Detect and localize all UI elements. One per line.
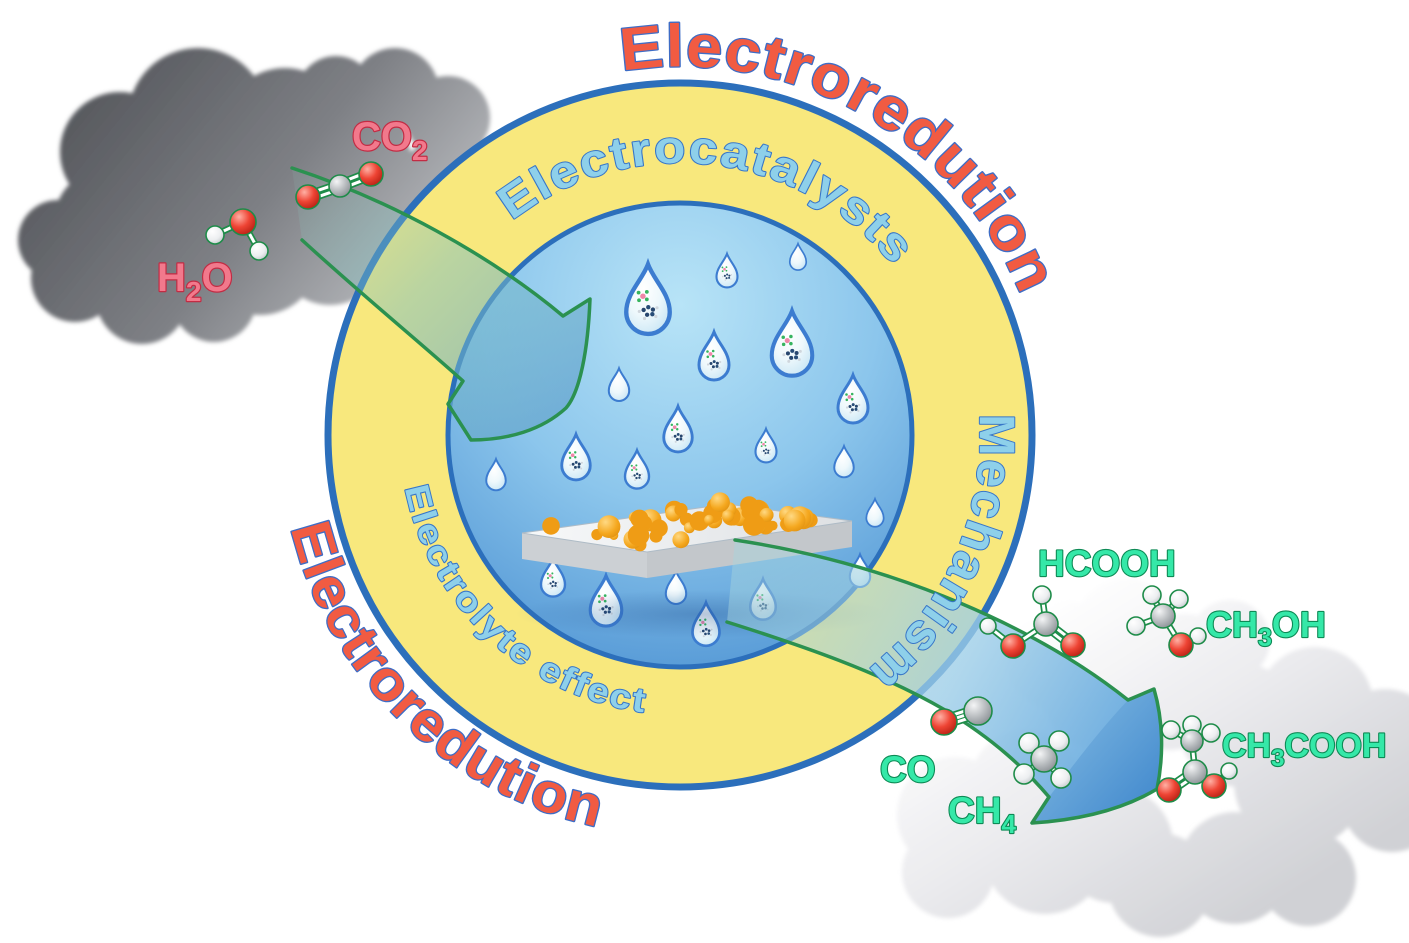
nanoparticle bbox=[721, 509, 735, 523]
carbon-atom bbox=[1180, 729, 1204, 753]
raindrop bbox=[865, 496, 885, 528]
raindrop bbox=[697, 327, 731, 382]
smog-cloud-puff bbox=[18, 200, 98, 280]
raindrop bbox=[833, 443, 855, 479]
product-cloud-puff bbox=[902, 826, 994, 918]
ch3cooh-molecule bbox=[1156, 715, 1238, 803]
inflow-arrow-body bbox=[292, 168, 590, 440]
nanoparticle bbox=[759, 507, 774, 522]
hydrogen-atom bbox=[1201, 723, 1221, 743]
product-cloud-puff bbox=[1342, 752, 1409, 852]
hydrogen-atom bbox=[1169, 589, 1189, 609]
raindrop bbox=[485, 456, 507, 492]
nanoparticle bbox=[674, 503, 688, 517]
oxygen-atom bbox=[1060, 632, 1086, 658]
outflow-arrow-outline bbox=[725, 538, 1164, 825]
carbon-atom bbox=[1150, 603, 1176, 629]
plate-left-face bbox=[522, 533, 647, 578]
co2-molecule bbox=[295, 161, 384, 210]
nanoparticle bbox=[542, 517, 560, 535]
gold-nanoparticles bbox=[542, 492, 818, 552]
nanoparticle bbox=[689, 511, 710, 531]
nanoparticle bbox=[630, 509, 649, 528]
raindrop bbox=[662, 402, 694, 454]
nanoparticle bbox=[627, 524, 650, 546]
nanoparticle bbox=[742, 513, 765, 536]
hydrogen-atom bbox=[1032, 585, 1052, 605]
outflow-arrow-head bbox=[1032, 689, 1162, 823]
oxygen-atom bbox=[1000, 633, 1026, 659]
carbon-atom bbox=[328, 174, 352, 198]
h2o-label: H2O bbox=[157, 256, 233, 307]
hydrogen-atom bbox=[1220, 762, 1238, 780]
co-label: CO bbox=[880, 749, 936, 790]
hydrogen-atom bbox=[979, 617, 997, 635]
nanoparticle bbox=[597, 515, 621, 538]
nanoparticle bbox=[649, 529, 663, 543]
ch3cooh-label: CH3COOH bbox=[1222, 727, 1386, 772]
raindrop bbox=[623, 446, 651, 490]
raindrop bbox=[560, 430, 592, 482]
raindrop bbox=[769, 304, 815, 378]
oxygen-atom bbox=[1156, 777, 1182, 803]
ch3oh-molecule bbox=[1126, 585, 1207, 658]
product-cloud-puff bbox=[1179, 812, 1291, 924]
ch4-label: CH4 bbox=[948, 790, 1016, 839]
nanoparticle bbox=[710, 492, 730, 512]
h2o-molecule bbox=[205, 208, 269, 261]
raindrop bbox=[715, 250, 739, 289]
hydrogen-atom bbox=[205, 225, 225, 245]
carbon-atom bbox=[1030, 745, 1058, 773]
carbon-atom bbox=[1182, 759, 1208, 785]
smog-cloud-puff bbox=[406, 76, 490, 160]
co-molecule bbox=[930, 696, 993, 736]
hydrogen-atom bbox=[1050, 767, 1072, 789]
raindrop bbox=[624, 257, 672, 337]
oxygen-atom bbox=[1201, 773, 1227, 799]
oxygen-atom bbox=[229, 208, 257, 236]
hcooh-label: HCOOH bbox=[1038, 543, 1176, 584]
hydrogen-atom bbox=[1013, 763, 1035, 785]
raindrop bbox=[836, 370, 870, 425]
hydrogen-atom bbox=[249, 241, 269, 261]
carbon-atom bbox=[963, 696, 993, 726]
co2-inflow-arrow bbox=[290, 166, 592, 442]
hydrogen-atom bbox=[1048, 730, 1070, 752]
ch4-molecule bbox=[1013, 730, 1072, 789]
oxygen-atom bbox=[930, 708, 958, 736]
oxygen-atom bbox=[358, 161, 384, 187]
product-cloud-puff bbox=[1260, 830, 1356, 926]
raindrop bbox=[754, 425, 778, 464]
co2-label: CO2 bbox=[352, 115, 428, 166]
raindrop bbox=[607, 365, 631, 402]
hydrogen-atom bbox=[1161, 720, 1181, 740]
smog-cloud-puff bbox=[96, 252, 188, 344]
smog-cloud-puff bbox=[296, 56, 376, 136]
oxygen-atom bbox=[295, 184, 321, 210]
carbon-atom bbox=[1033, 611, 1059, 637]
inflow-arrow-outline bbox=[290, 166, 592, 442]
co2-label-sub: 2 bbox=[412, 135, 428, 166]
raindrop bbox=[788, 241, 808, 271]
co2-label-base: CO bbox=[352, 115, 412, 159]
nanoparticle bbox=[672, 531, 690, 549]
nanoparticle bbox=[783, 509, 806, 532]
hydrogen-atom bbox=[1018, 732, 1040, 754]
product-cloud-puff bbox=[1190, 600, 1270, 680]
nanoparticle bbox=[704, 514, 715, 525]
molecules bbox=[205, 161, 1238, 803]
hcooh-molecule bbox=[979, 585, 1086, 659]
product-cloud-puff bbox=[1234, 716, 1366, 848]
raindrop bbox=[539, 554, 567, 598]
hydrogen-atom bbox=[1142, 585, 1162, 605]
hydrogen-atom bbox=[1126, 616, 1146, 636]
ch3oh-label: CH3OH bbox=[1206, 604, 1326, 652]
oxygen-atom bbox=[1168, 632, 1194, 658]
